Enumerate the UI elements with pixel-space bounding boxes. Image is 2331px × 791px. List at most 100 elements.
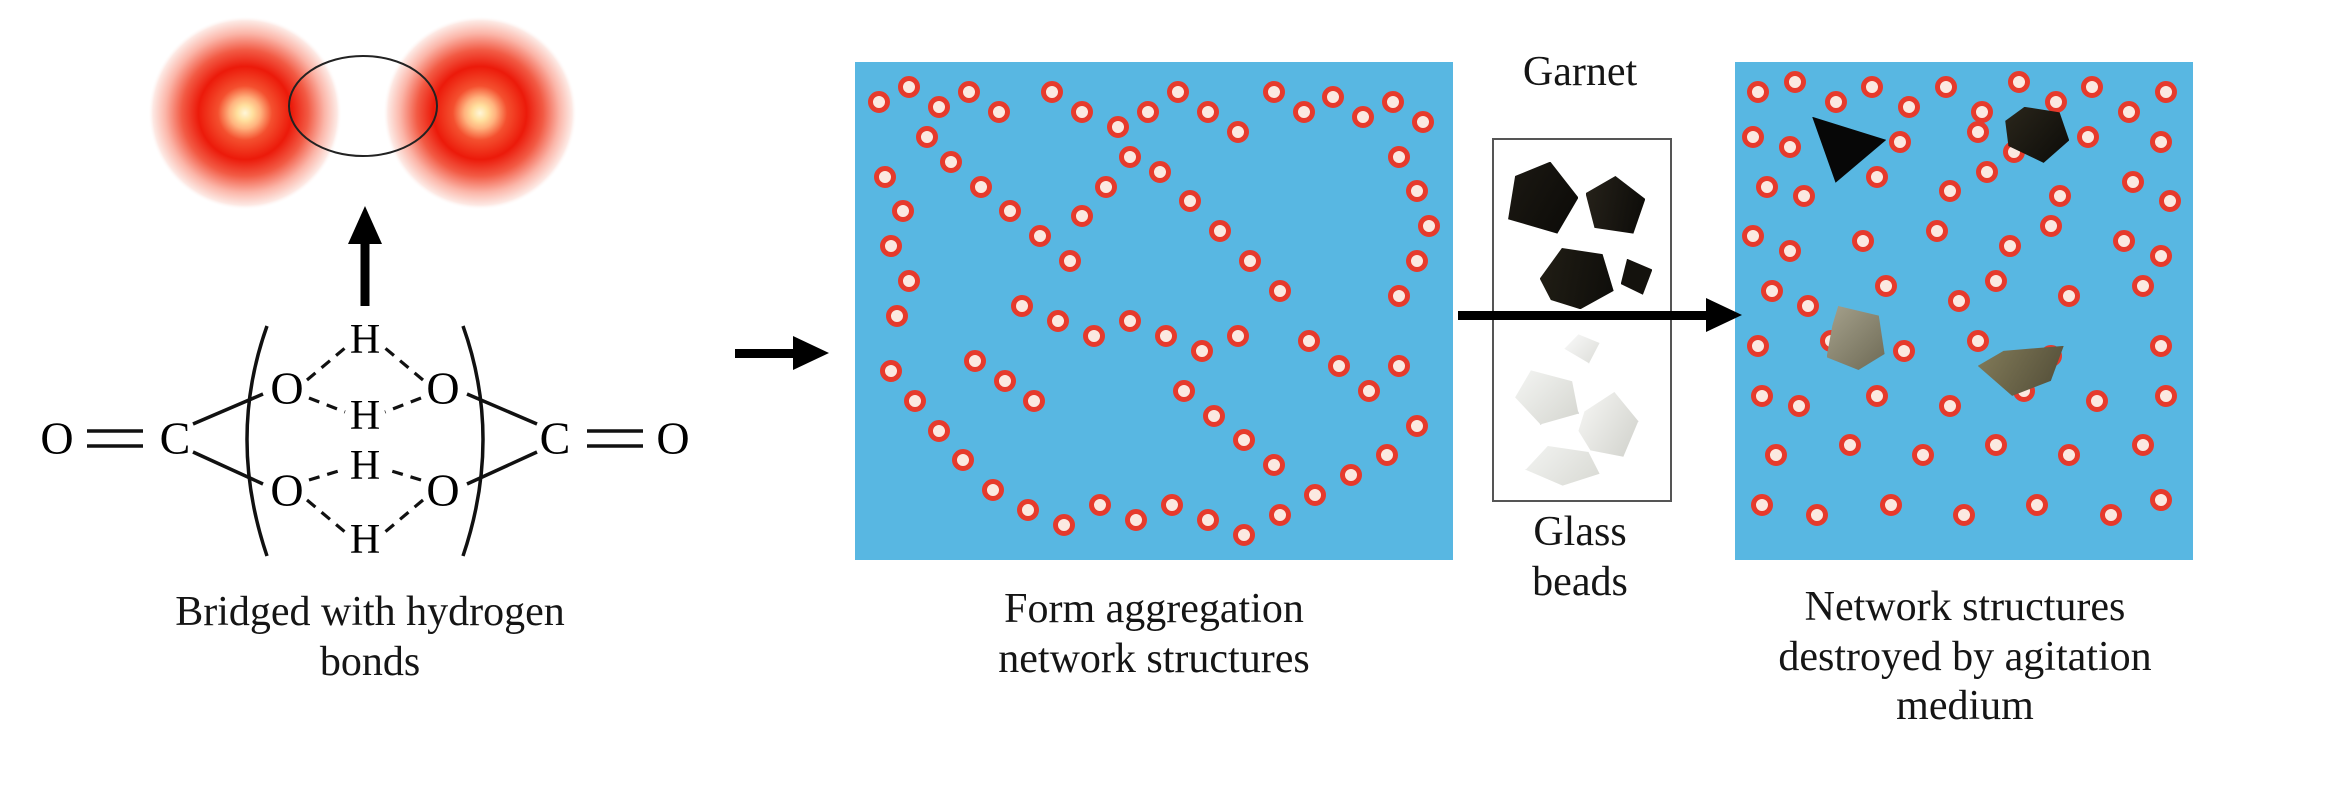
particle — [1865, 165, 1888, 188]
particle — [1406, 180, 1429, 203]
particle — [1089, 494, 1112, 517]
particle — [1888, 130, 1911, 153]
particle — [1898, 95, 1921, 118]
hydrogen-bond-dashes — [305, 346, 425, 534]
bond-left-bottom — [192, 450, 264, 486]
particle — [879, 359, 902, 382]
particle — [1985, 270, 2008, 293]
particle — [1160, 494, 1183, 517]
particle — [1406, 414, 1429, 437]
particle — [2154, 80, 2177, 103]
particle — [1137, 100, 1160, 123]
garnet-particle — [1620, 258, 1653, 295]
particle — [1071, 205, 1094, 228]
particle — [885, 304, 908, 327]
particle — [2007, 70, 2030, 93]
particle — [2040, 215, 2063, 238]
glow-particle-left — [148, 16, 342, 210]
particle — [867, 90, 890, 113]
particle — [1226, 120, 1249, 143]
particle — [1340, 464, 1363, 487]
particle — [1925, 220, 1948, 243]
particle — [2131, 275, 2154, 298]
particle — [1023, 389, 1046, 412]
particle — [2149, 489, 2172, 512]
particle — [1418, 215, 1441, 238]
atom-oxygen-right-top: O — [426, 363, 459, 414]
glass-debris-shard — [1977, 345, 2064, 396]
particle — [951, 449, 974, 472]
particle — [1178, 190, 1201, 213]
middle-panel — [855, 62, 1453, 560]
particle — [1172, 379, 1195, 402]
particle — [1011, 295, 1034, 318]
particle — [1376, 444, 1399, 467]
up-arrow — [348, 206, 382, 306]
particle — [1975, 160, 1998, 183]
particle — [1861, 75, 1884, 98]
particle — [1778, 240, 1801, 263]
particle — [1202, 404, 1225, 427]
particle — [1268, 280, 1291, 303]
particle — [1838, 434, 1861, 457]
particle — [1047, 309, 1070, 332]
particle — [1751, 384, 1774, 407]
particle — [2026, 494, 2049, 517]
glass-bead — [1515, 370, 1579, 425]
particle — [2099, 504, 2122, 527]
particle — [2113, 230, 2136, 253]
particle — [1304, 484, 1327, 507]
particle — [1948, 290, 1971, 313]
particle — [1059, 250, 1082, 273]
particle — [1875, 275, 1898, 298]
particle — [2044, 90, 2067, 113]
right-panel — [1735, 62, 2193, 560]
particle — [981, 479, 1004, 502]
particle — [2149, 245, 2172, 268]
particle — [1778, 135, 1801, 158]
glass-beads-label: Glass beads — [1532, 509, 1628, 605]
particle — [1985, 434, 2008, 457]
particle — [1328, 354, 1351, 377]
garnet-particle — [1508, 161, 1579, 234]
garnet-particle — [1539, 248, 1614, 310]
particle — [2049, 185, 2072, 208]
particle — [1154, 324, 1177, 347]
particle — [2058, 285, 2081, 308]
particle — [963, 349, 986, 372]
particle — [1783, 70, 1806, 93]
particle — [1746, 80, 1769, 103]
particle — [1852, 230, 1875, 253]
particle — [1865, 384, 1888, 407]
particle — [891, 200, 914, 223]
glass-bead — [1578, 392, 1639, 457]
particle — [2149, 334, 2172, 357]
atom-oxygen-right-bottom: O — [426, 465, 459, 516]
particle — [897, 75, 920, 98]
particle — [1208, 220, 1231, 243]
particle — [1879, 494, 1902, 517]
particle — [1824, 90, 1847, 113]
particle — [1966, 329, 1989, 352]
particle — [1125, 509, 1148, 532]
particle — [1760, 280, 1783, 303]
glow-particle-right — [383, 16, 577, 210]
atom-oxygen-terminal-right: O — [656, 413, 689, 464]
particle — [1388, 285, 1411, 308]
overlap-ellipse — [288, 55, 438, 157]
particle — [1119, 309, 1142, 332]
particle — [1196, 509, 1219, 532]
atom-hydrogen-2: H — [350, 393, 380, 439]
atom-oxygen-terminal-left: O — [40, 413, 73, 464]
particle — [1292, 100, 1315, 123]
particle — [1119, 145, 1142, 168]
particle — [1262, 454, 1285, 477]
particle — [1412, 110, 1435, 133]
particle — [1041, 80, 1064, 103]
caption-right: Network structures destroyed by agitatio… — [1778, 584, 2152, 730]
particle — [1358, 379, 1381, 402]
atom-carbon-left: C — [160, 413, 191, 464]
particle — [1071, 100, 1094, 123]
particle — [999, 200, 1022, 223]
caption-middle: Form aggregation network structures — [998, 586, 1310, 682]
